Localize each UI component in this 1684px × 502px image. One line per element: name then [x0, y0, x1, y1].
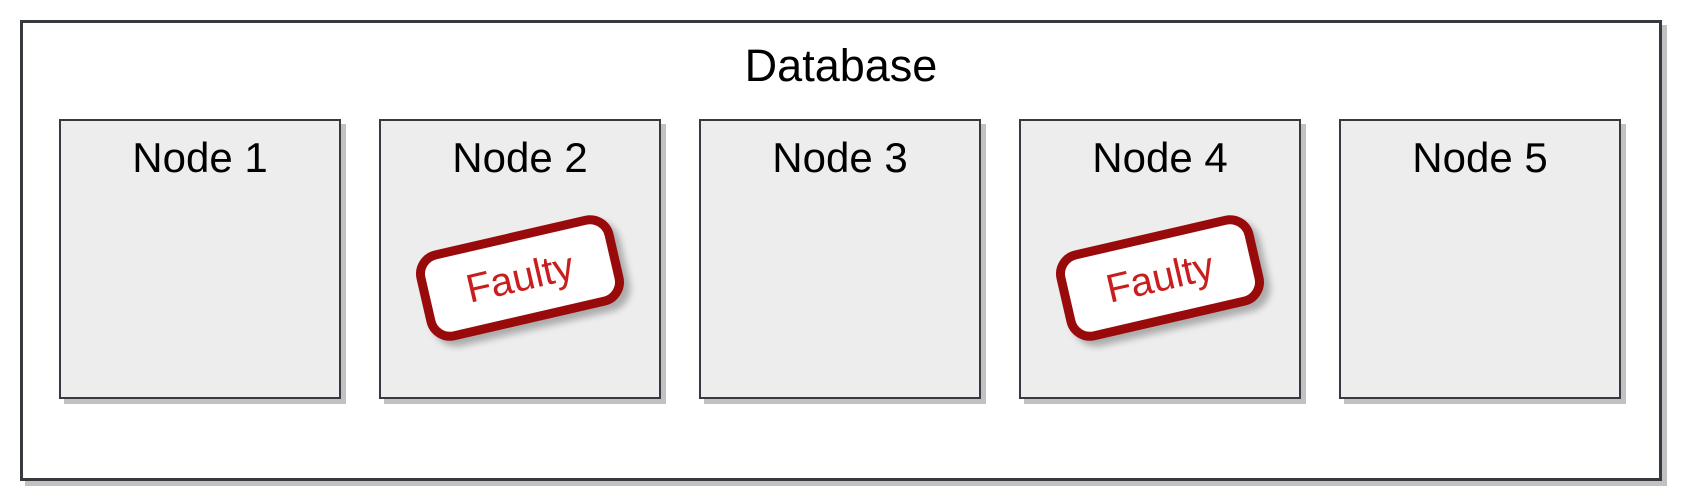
- faulty-stamp-label: Faulty: [461, 244, 578, 312]
- database-container: Database Node 1 Node 2 Faulty Node 3 Node 4 F…: [20, 20, 1662, 481]
- node-node-4: Node 4 Faulty: [1019, 119, 1301, 399]
- faulty-stamp: Faulty: [1051, 210, 1269, 346]
- faulty-stamp-label: Faulty: [1101, 244, 1218, 312]
- node-label: Node 2: [452, 134, 588, 181]
- node-label: Node 3: [772, 134, 908, 181]
- node-node-5: Node 5: [1339, 119, 1621, 399]
- node-node-1: Node 1: [59, 119, 341, 399]
- database-title: Database: [744, 40, 938, 91]
- node-label: Node 4: [1092, 134, 1228, 181]
- node-node-3: Node 3: [699, 119, 981, 399]
- node-node-2: Node 2 Faulty: [379, 119, 661, 399]
- node-label: Node 1: [132, 134, 268, 181]
- faulty-stamp: Faulty: [411, 210, 629, 346]
- node-label: Node 5: [1412, 134, 1548, 181]
